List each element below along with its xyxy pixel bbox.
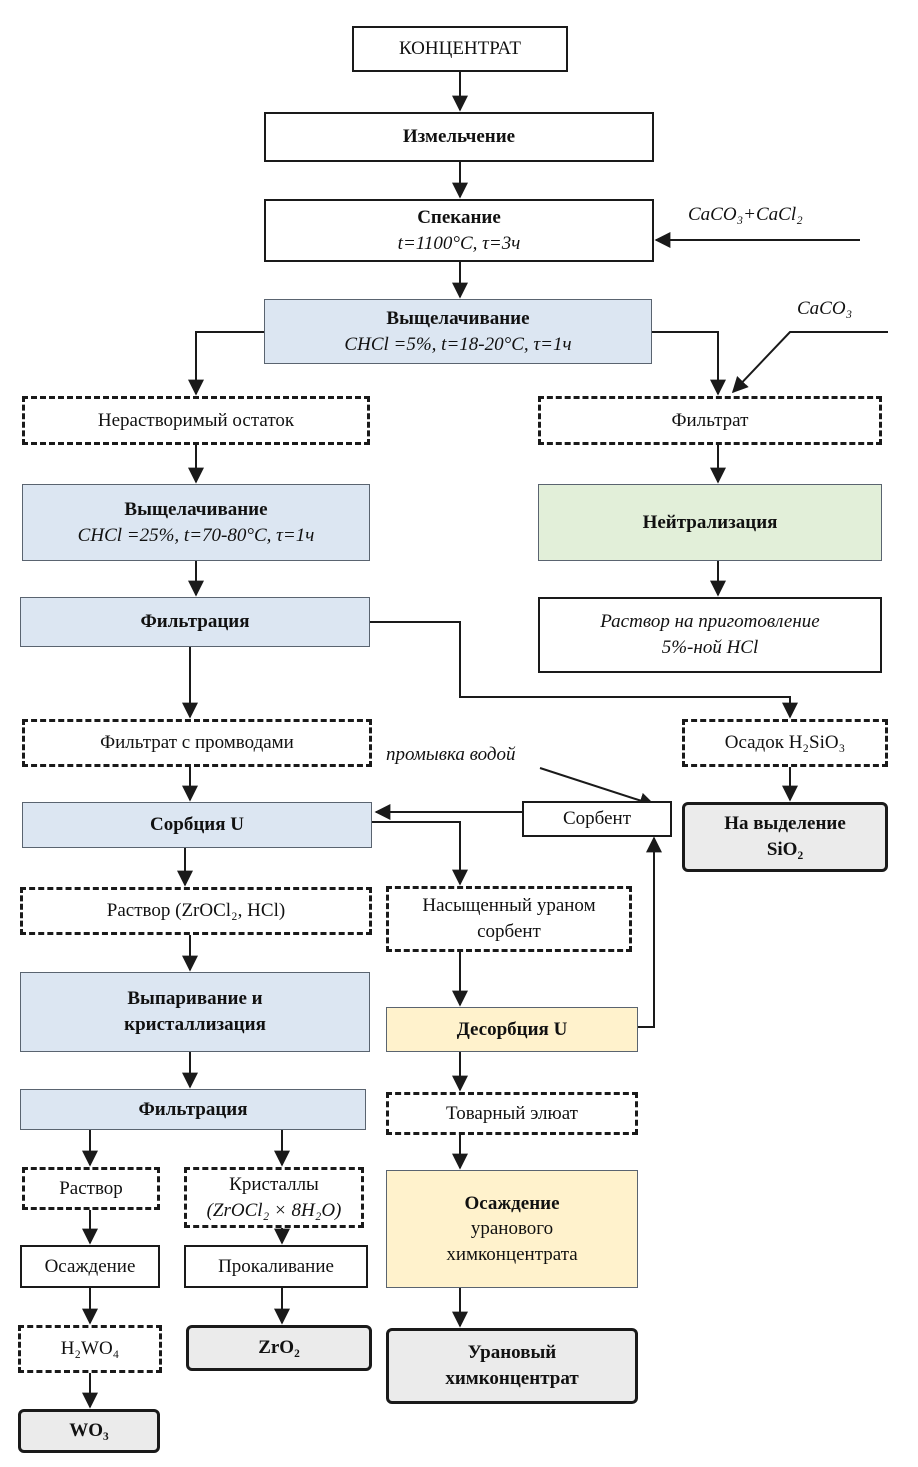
reagent-label-2: CaCO₃ <box>797 298 853 319</box>
hcl-solution-line2: 5%-ной HCl <box>661 637 759 658</box>
zro2-box: ZrO₂ <box>186 1325 372 1371</box>
sorbent-box: Сорбент <box>522 801 672 837</box>
insoluble-residue-label: Нерастворимый остаток <box>97 409 295 431</box>
uranium-concentrate-line2: химконцентрат <box>445 1368 579 1389</box>
uranium-precipitation-line1: Осаждение <box>464 1192 560 1214</box>
h2wo4-box: H₂WO₄ <box>18 1325 162 1373</box>
zro2-label: ZrO₂ <box>258 1337 300 1359</box>
water-wash-label: промывка водой <box>386 744 516 765</box>
leaching-box-2: Выщелачивание CHCl =25%, t=70-80°C, τ=1ч <box>22 484 370 561</box>
filtrate-label: Фильтрат <box>671 409 749 431</box>
desorption-label: Десорбция U <box>456 1018 568 1040</box>
arrow-leaching1-filtrate <box>652 331 726 396</box>
concentrate-box: КОНЦЕНТРАТ <box>352 26 568 72</box>
arrow-reagent2 <box>731 331 888 394</box>
sintering-box: Спекание t=1100°C, τ=3ч <box>264 199 654 262</box>
evaporation-line1: Выпаривание и <box>127 988 263 1010</box>
saturated-sorbent-line2: сорбент <box>477 921 541 942</box>
arrow-filtration1-h2sio3 <box>370 621 798 719</box>
arrow-water-sorbent <box>539 767 656 809</box>
sorption-box: Сорбция U <box>22 802 372 848</box>
reagent-label-1: CaCO₃+CaCl₂ <box>688 204 803 225</box>
zirconium-solution-label: Раствор (ZrOCl₂, HCl) <box>106 900 286 922</box>
filtrate-wash-box: Фильтрат с промводами <box>22 719 372 767</box>
eluate-label: Товарный элюат <box>446 1102 578 1124</box>
filtration-box-1: Фильтрация <box>20 597 370 647</box>
filtration-box-2: Фильтрация <box>20 1089 366 1130</box>
leaching-title-1: Выщелачивание <box>386 307 530 329</box>
filtration-label-2: Фильтрация <box>138 1098 248 1120</box>
solution-box: Раствор <box>22 1167 160 1210</box>
grinding-box: Измельчение <box>264 112 654 162</box>
sorbent-label: Сорбент <box>563 808 631 830</box>
sio2-box: На выделение SiO₂ <box>682 802 888 872</box>
calcination-box: Прокаливание <box>184 1245 368 1288</box>
evaporation-line2: кристаллизация <box>124 1014 266 1035</box>
sio2-line2: SiO₂ <box>766 839 804 860</box>
wo3-box: WO₃ <box>18 1409 160 1453</box>
leaching-box-1: Выщелачивание CHCl =5%, t=18-20°C, τ=1ч <box>264 299 652 364</box>
concentrate-label: КОНЦЕНТРАТ <box>398 38 522 60</box>
leaching-title-2: Выщелачивание <box>124 498 268 520</box>
hcl-solution-line1: Раствор на приготовление <box>600 611 820 633</box>
precipitation-box: Осаждение <box>20 1245 160 1288</box>
zirconium-solution-box: Раствор (ZrOCl₂, HCl) <box>20 887 372 935</box>
crystals-line2: (ZrOCl₂ × 8H₂O) <box>206 1199 342 1221</box>
solution-label: Раствор <box>59 1177 123 1199</box>
desorption-box: Десорбция U <box>386 1007 638 1052</box>
uranium-concentrate-line1: Урановый <box>467 1342 557 1364</box>
h2sio3-box: Осадок H₂SiO₃ <box>682 719 888 767</box>
arrow-leaching1-residue <box>188 331 264 396</box>
neutralization-box: Нейтрализация <box>538 484 882 561</box>
hcl-solution-box: Раствор на приготовление 5%-ной HCl <box>538 597 882 673</box>
grinding-label: Измельчение <box>402 126 516 148</box>
arrow-sorption-saturated <box>372 821 468 886</box>
arrow-desorption-sorbent <box>638 836 662 1028</box>
filtration-label-1: Фильтрация <box>140 611 250 633</box>
wo3-label: WO₃ <box>69 1420 109 1442</box>
sintering-params: t=1100°C, τ=3ч <box>397 232 521 254</box>
sintering-title: Спекание <box>417 206 501 228</box>
eluate-box: Товарный элюат <box>386 1092 638 1135</box>
crystals-box: Кристаллы (ZrOCl₂ × 8H₂O) <box>184 1167 364 1228</box>
neutralization-label: Нейтрализация <box>642 511 778 533</box>
sio2-line1: На выделение <box>724 813 846 835</box>
insoluble-residue-box: Нерастворимый остаток <box>22 396 370 445</box>
uranium-precipitation-line3: химконцентрата <box>446 1243 578 1265</box>
filtrate-box: Фильтрат <box>538 396 882 445</box>
uranium-concentrate-box: Урановый химконцентрат <box>386 1328 638 1404</box>
crystals-line1: Кристаллы <box>229 1173 319 1195</box>
leaching-params-2: CHCl =25%, t=70-80°C, τ=1ч <box>77 524 315 546</box>
uranium-precipitation-line2: уранового <box>470 1218 554 1240</box>
h2wo4-label: H₂WO₄ <box>60 1338 120 1360</box>
filtrate-wash-label: Фильтрат с промводами <box>100 732 294 754</box>
saturated-sorbent-line1: Насыщенный ураном <box>422 895 596 917</box>
calcination-label: Прокаливание <box>218 1255 334 1277</box>
uranium-precipitation-box: Осаждение уранового химконцентрата <box>386 1170 638 1288</box>
leaching-params-1: CHCl =5%, t=18-20°C, τ=1ч <box>344 333 572 355</box>
sorption-label: Сорбция U <box>150 814 244 836</box>
h2sio3-label: Осадок H₂SiO₃ <box>724 732 846 754</box>
precipitation-label: Осаждение <box>44 1255 136 1277</box>
saturated-sorbent-box: Насыщенный ураном сорбент <box>386 886 632 952</box>
evaporation-box: Выпаривание и кристаллизация <box>20 972 370 1052</box>
